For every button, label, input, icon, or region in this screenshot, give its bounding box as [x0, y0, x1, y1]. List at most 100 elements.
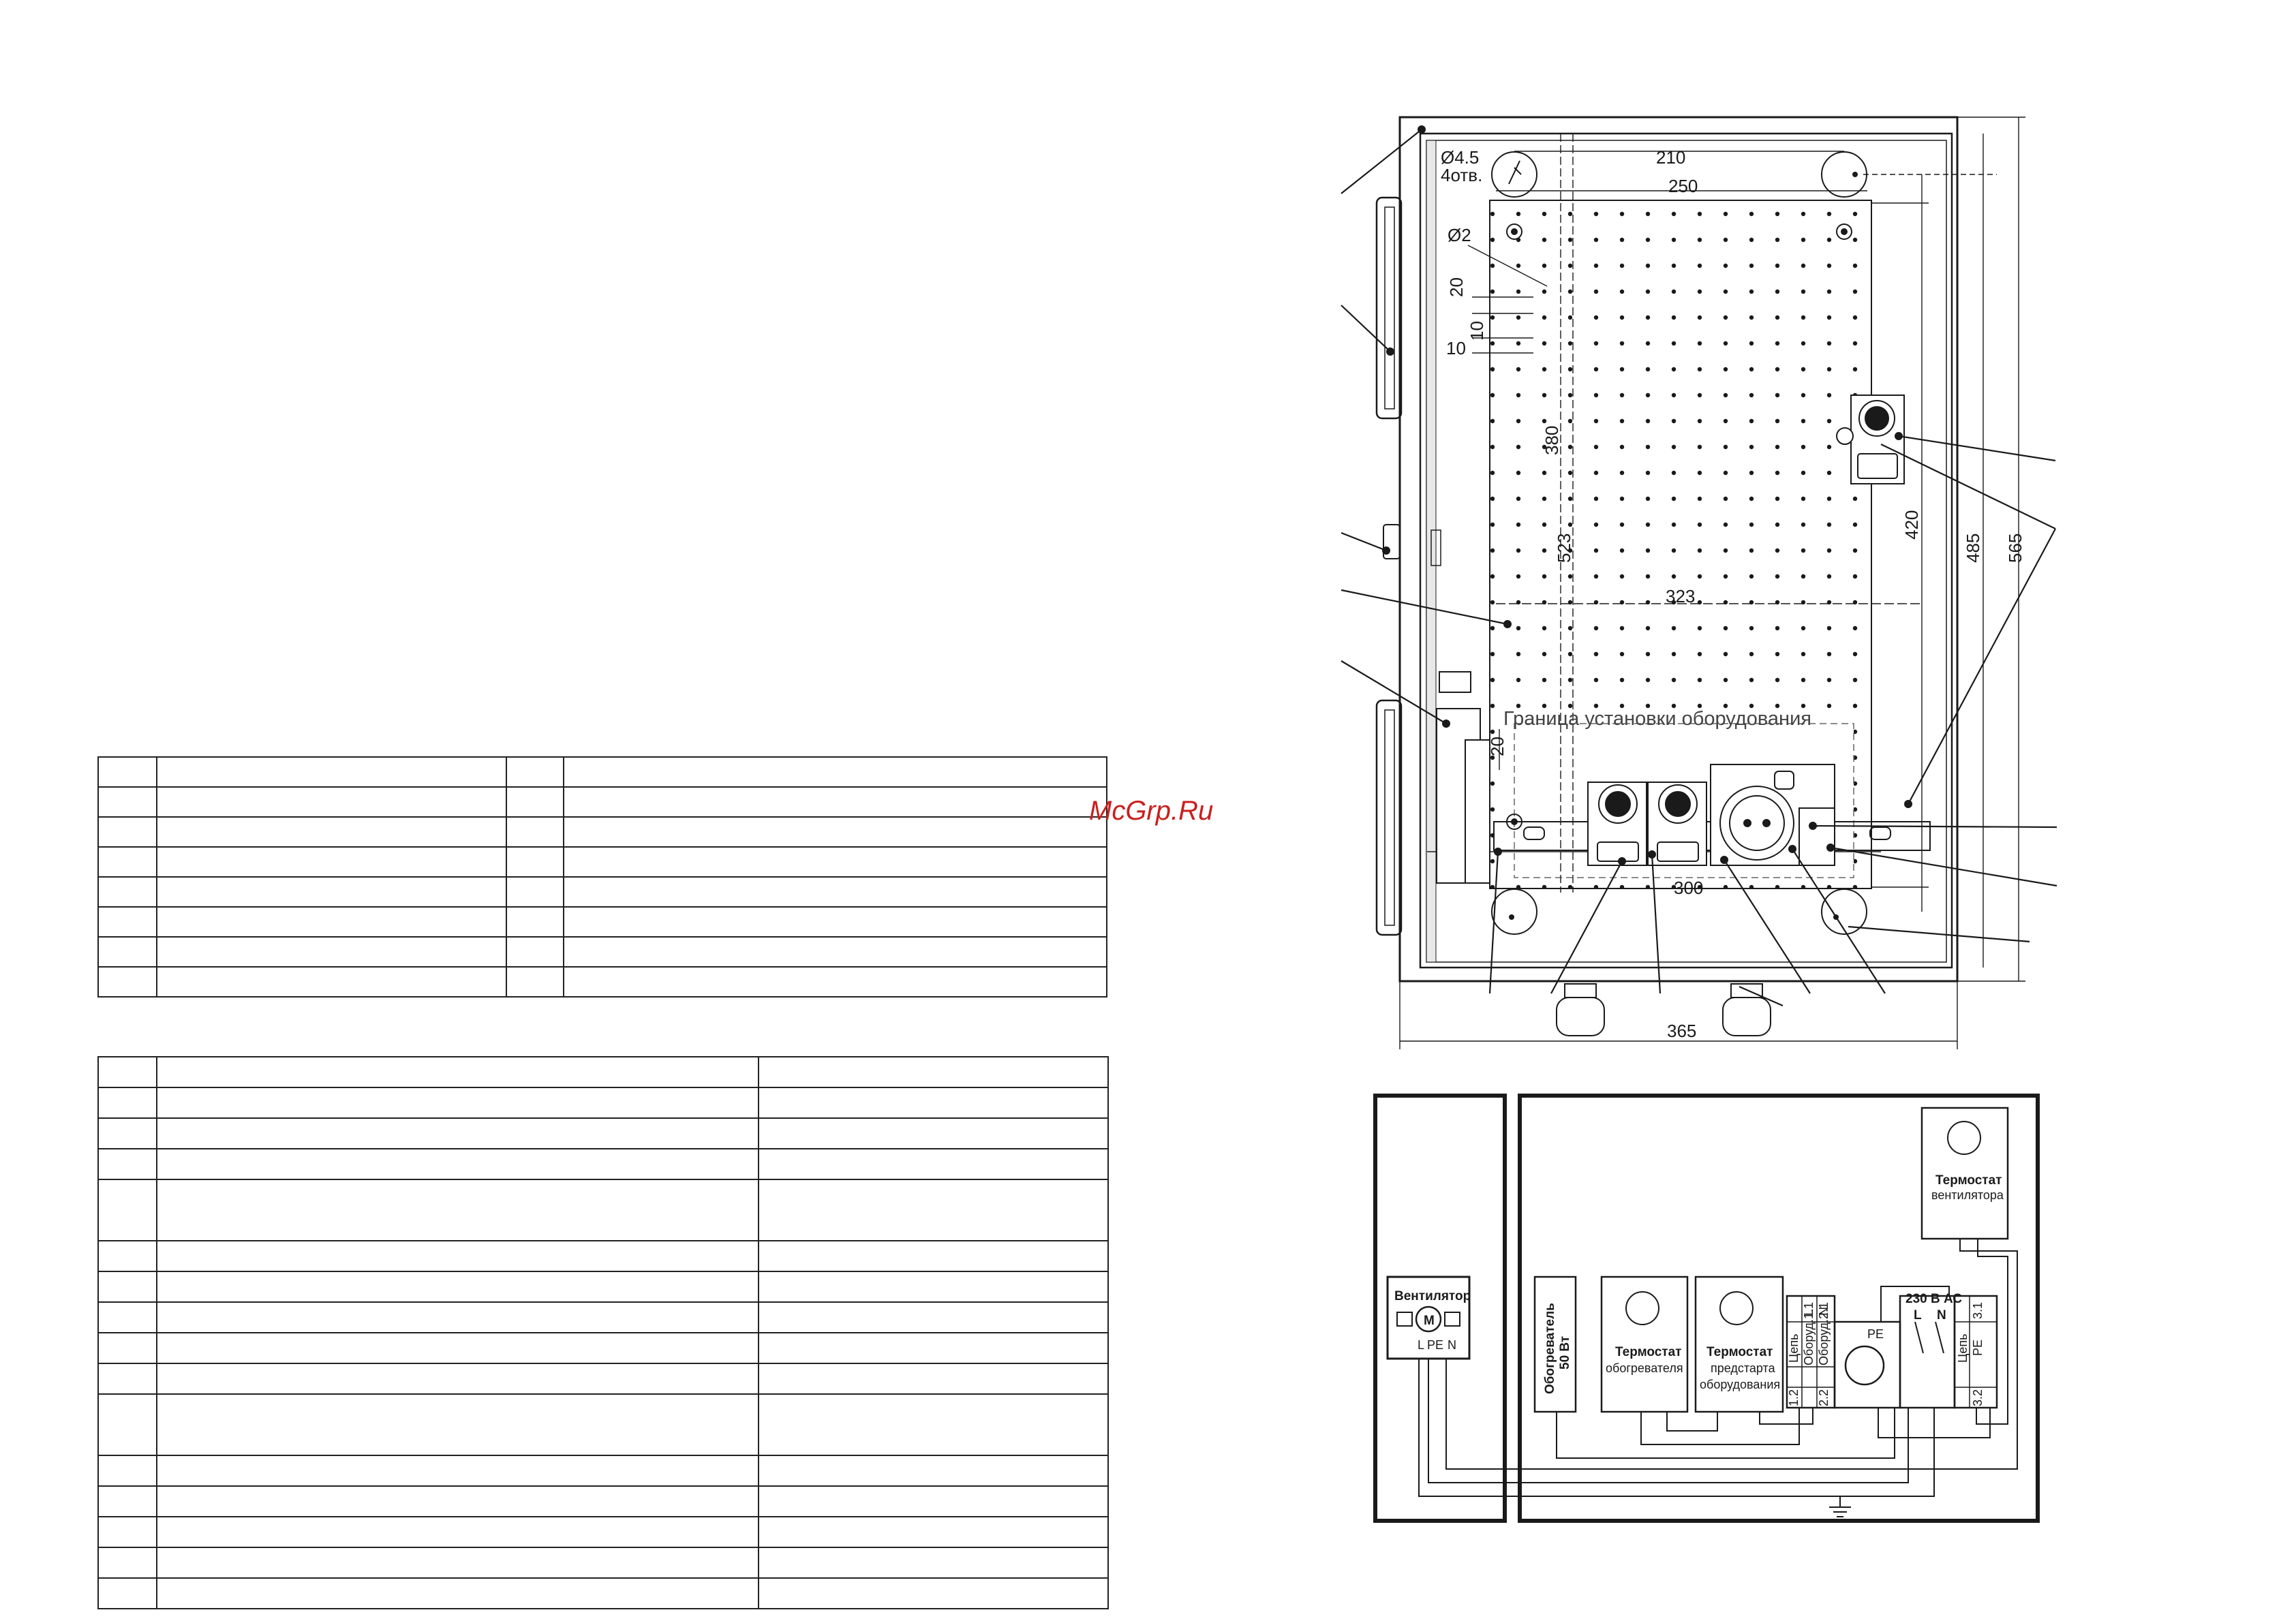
table-cell [155, 1240, 759, 1272]
empty-table-2 [97, 1056, 1109, 1609]
equipment-boundary-label: Граница установки оборудования [1503, 708, 1811, 730]
heater-label-1: Обогреватель [1543, 1303, 1557, 1394]
table-cell [506, 756, 565, 788]
socket-pe-label: PE [1867, 1327, 1884, 1341]
thermostat-heater-device [1587, 782, 1647, 866]
table-cell [155, 1056, 759, 1088]
table-cell [155, 1393, 759, 1456]
table-cell [757, 1271, 1109, 1303]
table-cell [97, 786, 157, 818]
term-left-num-3: 2.1 [1817, 1302, 1831, 1319]
table-row [97, 1056, 1109, 1088]
heater-device [1436, 671, 1490, 884]
table-cell [97, 936, 157, 968]
table-cell [757, 1393, 1109, 1456]
perf-dia-label: Ø2 [1448, 225, 1471, 245]
table-cell [97, 1179, 157, 1241]
term-left-1: Цепь [1787, 1334, 1801, 1363]
table-cell [563, 846, 1107, 878]
dim-365: 365 [1667, 1021, 1696, 1041]
table-row [97, 1363, 1109, 1395]
table-row [97, 1393, 1109, 1456]
table-cell [155, 936, 508, 968]
table-cell [97, 1271, 157, 1303]
table-cell [97, 1240, 157, 1272]
table-cell [155, 1087, 759, 1119]
table-cell [97, 1577, 157, 1609]
dim-380: 380 [1542, 426, 1562, 455]
thermostat-fan-device [1836, 395, 1905, 484]
dim-300: 300 [1674, 878, 1703, 898]
thermo-heater-label-2: обогревателя [1606, 1361, 1683, 1375]
table-cell [757, 1117, 1109, 1149]
table-cell [757, 1485, 1109, 1517]
table-cell [97, 876, 157, 908]
table-row [97, 1087, 1109, 1119]
wiring-schematic [1373, 1094, 2040, 1523]
dim-20b: 20 [1487, 737, 1507, 756]
thermo-prestart-label-1: Термостат [1706, 1345, 1773, 1359]
watermark: McGrp.Ru [1089, 796, 1214, 826]
dim-10a: 10 [1467, 321, 1487, 341]
table-row [97, 1148, 1109, 1180]
heater-label-2: 50 Вт [1558, 1336, 1572, 1370]
table-cell [155, 966, 508, 998]
table-row [97, 1240, 1109, 1272]
term-right-num-1: 3.1 [1971, 1302, 1985, 1319]
thermo-fan-label-1: Термостат [1935, 1173, 2002, 1188]
table-cell [155, 1117, 759, 1149]
table-cell [506, 936, 565, 968]
table-row [97, 756, 1107, 788]
table-row [97, 1516, 1109, 1548]
table-cell [97, 756, 157, 788]
table-cell [97, 1148, 157, 1180]
table-row [97, 1577, 1109, 1609]
table-cell [757, 1577, 1109, 1609]
table-cell [155, 1179, 759, 1241]
fan-pin-pe: PE [1427, 1338, 1443, 1352]
table-cell [506, 876, 565, 908]
empty-table-1 [97, 756, 1107, 998]
table-cell [97, 1301, 157, 1333]
dim-565: 565 [2005, 534, 2025, 563]
dim-210: 210 [1656, 147, 1685, 168]
thermo-prestart-label-2: предстарта [1711, 1361, 1776, 1375]
thermo-prestart-label-3: оборудования [1700, 1378, 1780, 1391]
dim-10b: 10 [1446, 338, 1466, 358]
table-row [97, 1547, 1109, 1579]
table-cell [757, 1332, 1109, 1364]
table-cell [155, 1363, 759, 1395]
table-row [97, 786, 1107, 818]
supply-l-label: L [1914, 1308, 1922, 1323]
table-cell [563, 966, 1107, 998]
dim-420: 420 [1901, 510, 1922, 540]
thermostat-prestart-device [1647, 782, 1707, 866]
table-cell [97, 1393, 157, 1456]
table-row [97, 966, 1107, 998]
table-cell [97, 966, 157, 998]
table-row [97, 876, 1107, 908]
table-cell [155, 846, 508, 878]
table-cell [757, 1301, 1109, 1333]
table-cell [563, 756, 1107, 788]
table-cell [563, 786, 1107, 818]
supply-n-label: N [1937, 1308, 1946, 1323]
table-cell [757, 1148, 1109, 1180]
hole-dia-label: Ø4.5 [1441, 147, 1479, 168]
table-cell [757, 1516, 1109, 1548]
table-cell [757, 1179, 1109, 1241]
dim-250: 250 [1668, 176, 1698, 196]
supply-label: 230 В АС [1905, 1292, 1962, 1306]
table-row [97, 1485, 1109, 1517]
table-cell [155, 816, 508, 848]
leader-lines [1341, 129, 2057, 1007]
table-row [97, 906, 1107, 938]
table-cell [757, 1056, 1109, 1088]
dim-523: 523 [1554, 534, 1574, 563]
table-cell [757, 1547, 1109, 1579]
table-cell [155, 1516, 759, 1548]
table-cell [155, 1547, 759, 1579]
table-row [97, 1332, 1109, 1364]
table-cell [757, 1363, 1109, 1395]
